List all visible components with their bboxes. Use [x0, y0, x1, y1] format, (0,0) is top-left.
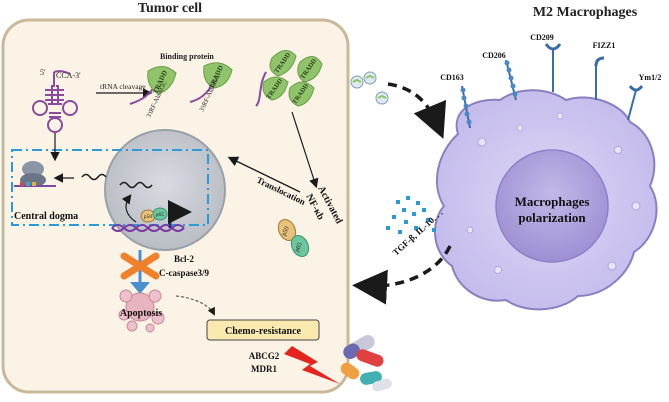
receptor-ym12: [627, 85, 644, 121]
mdr1-label: MDR1: [251, 364, 277, 374]
trna-cleavage-label: tRNA cleavage: [100, 82, 146, 91]
lightning-icon: [284, 346, 340, 384]
receptor-cd209: [544, 43, 562, 92]
p50-label: p50: [280, 225, 290, 237]
nucleus: [104, 129, 226, 251]
inhibition-arrowhead: [130, 282, 150, 294]
block-cross: [120, 252, 160, 280]
p65-label: p65: [156, 212, 165, 218]
apoptosis-label: Apoptosis: [120, 308, 162, 319]
pills-icon: [340, 335, 392, 392]
cytoplasm-p50-p65: p50 p65: [277, 218, 310, 258]
nuclear-mrna: [119, 181, 153, 189]
transcription-arrow: [121, 194, 137, 223]
cytokine-dots: [386, 196, 436, 234]
receptor-label-cd206: CD206: [482, 51, 506, 60]
receptor-fizz1: [594, 56, 605, 100]
vesicles-icon: [350, 71, 389, 105]
p65-label: p65: [293, 241, 303, 253]
trimer-to-nfkb-arrow: [291, 111, 319, 189]
macrophage-to-tumor-arrow: [352, 245, 452, 305]
p50-label: p50: [144, 214, 153, 220]
m2-macrophages-title: M2 Macrophages: [533, 5, 638, 20]
tumor-cell-title: Tumor cell: [138, 1, 202, 16]
dna-helix: [111, 224, 185, 232]
promoter-arrow: [168, 200, 192, 228]
ribosome-icon: [14, 161, 56, 187]
receptor-cd163: [460, 85, 472, 129]
trna-five-prime: 5': [40, 68, 46, 77]
macrophage-vesicles: [466, 112, 641, 274]
translocation-arrow: [227, 156, 301, 193]
receptor-label-cd209: CD209: [530, 33, 554, 42]
tradd-trimer: TRADD TRADD TRADD TRADD: [255, 50, 323, 107]
nucleus-p50-p65: p50 p65: [140, 207, 168, 223]
receptor-cd206: [504, 59, 518, 101]
receptor-label-cd163: CD163: [440, 73, 464, 82]
macrophage-center-line2: polarization: [518, 210, 586, 225]
tumor-to-macrophage-arrow: [387, 82, 447, 139]
central-dogma-box: [11, 149, 209, 226]
central-dogma-label: Central dogma: [14, 211, 78, 222]
receptor-label-fizz1: FIZZ1: [593, 41, 616, 50]
trna-cca-end: CCA-3': [56, 71, 81, 80]
apoptosis-cell-icon: [118, 289, 165, 333]
binding-protein-label: Binding protein: [160, 52, 214, 61]
trna-structure: [32, 70, 78, 133]
chemo-resistance-box: [206, 319, 320, 341]
bcl2-label: Bcl-2: [174, 254, 194, 264]
macrophage-nucleus: [495, 149, 609, 263]
chemo-resistance-label: Chemo-resistance: [225, 326, 301, 337]
apoptosis-to-chemo-arrow: [175, 295, 215, 316]
caspase-label: C-caspase3/9: [159, 268, 209, 278]
abcg2-label: ABCG2: [249, 351, 280, 361]
mrna-squiggle: [81, 173, 107, 181]
receptor-label-ym12: Ym1/2: [639, 73, 662, 82]
macrophage-center-line1: Macrophages: [515, 194, 590, 209]
